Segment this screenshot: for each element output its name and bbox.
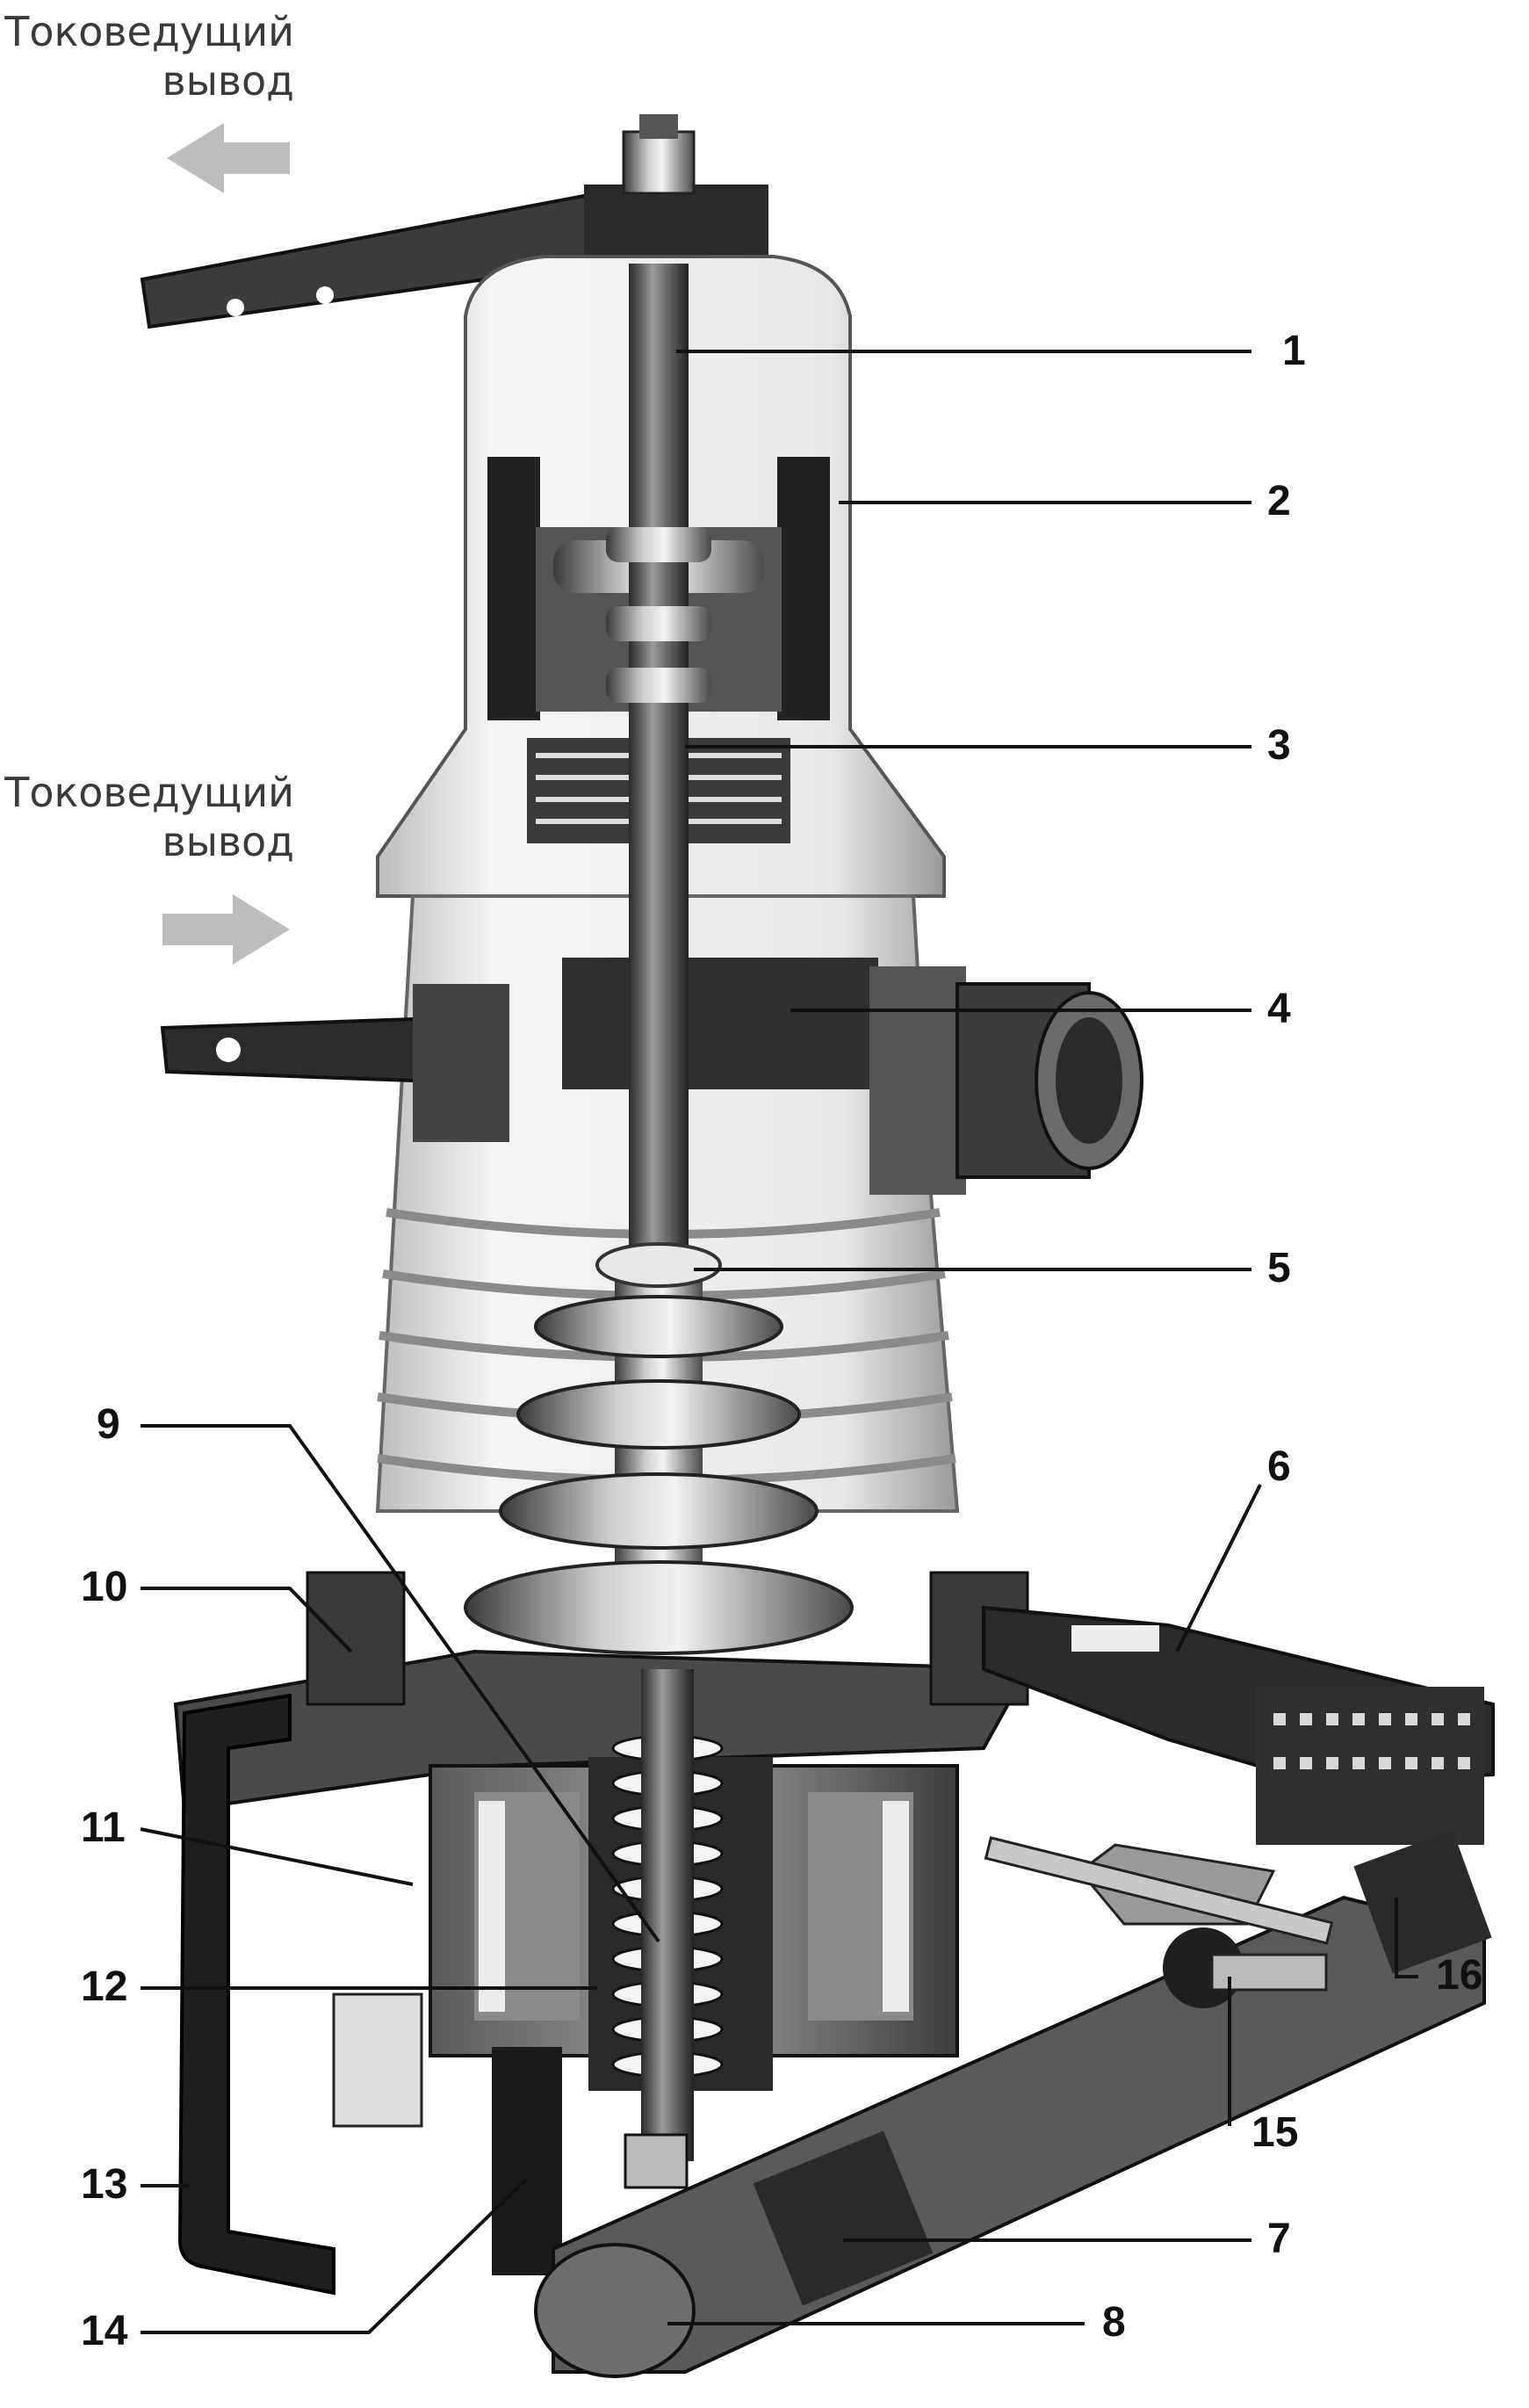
traction-insulator — [464, 1242, 854, 1655]
callout-number: 8 — [1102, 2299, 1126, 2346]
upper-terminal-bar — [140, 114, 768, 329]
electromagnetic-drive — [332, 1669, 959, 2275]
callout-number: 4 — [1267, 986, 1291, 1032]
leader-line-10 — [141, 1587, 353, 1653]
callout-number: 3 — [1267, 722, 1291, 769]
top-terminal-caption: Токоведущий вывод — [0, 7, 294, 105]
caption-line: Токоведущий — [4, 8, 294, 55]
drive-shaft — [534, 1830, 1492, 2378]
callout-number: 13 — [81, 2161, 128, 2208]
callout-number: 2 — [1267, 478, 1291, 524]
callout-number: 1 — [1282, 328, 1306, 374]
caption-line: Токоведущий — [4, 769, 294, 816]
arrow-left-icon — [167, 123, 290, 193]
callout-number: 10 — [81, 1564, 128, 1610]
callout-number: 11 — [81, 1804, 126, 1851]
leader-line-6 — [1175, 1484, 1262, 1652]
callout-number: 14 — [81, 2308, 128, 2354]
middle-terminal-bar — [160, 984, 509, 1142]
middle-terminal-caption: Токоведущий вывод — [0, 768, 294, 866]
arrow-right-icon — [162, 894, 290, 965]
leader-line-16 — [1395, 1898, 1418, 1978]
callout-number: 7 — [1267, 2216, 1291, 2262]
leader-lines — [140, 350, 1418, 2334]
callout-number: 6 — [1267, 1443, 1291, 1490]
leader-line-14 — [141, 2177, 529, 2334]
caption-line: вывод — [162, 57, 295, 105]
callout-number: 5 — [1267, 1245, 1291, 1291]
callout-number: 16 — [1436, 1952, 1483, 1999]
caption-line: вывод — [162, 818, 295, 865]
flexible-connector — [562, 958, 1143, 1195]
leader-line-9 — [141, 1424, 660, 1943]
callout-number: 9 — [97, 1401, 120, 1448]
moving-contact-rod — [606, 264, 711, 1265]
callout-number: 12 — [81, 1963, 128, 2010]
ribbon-cable — [982, 1605, 1495, 1845]
callout-number: 15 — [1251, 2109, 1299, 2156]
leader-line-11 — [140, 1827, 414, 1886]
